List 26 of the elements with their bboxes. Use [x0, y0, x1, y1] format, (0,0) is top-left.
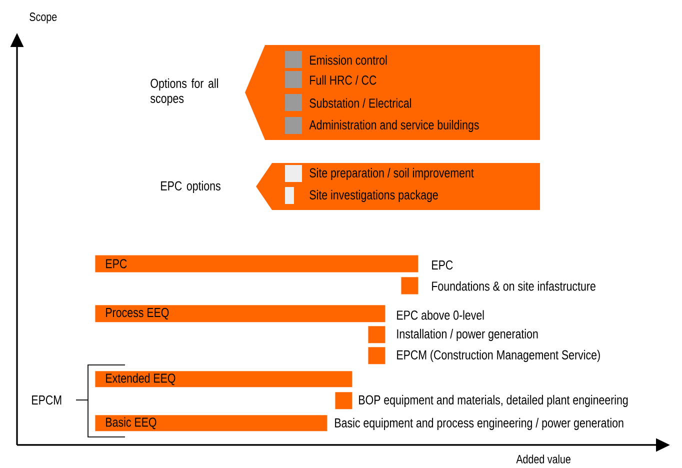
bar: Basic EEQ [95, 415, 328, 432]
bar-label: BOP equipment and materials, detailed plant engineering [359, 394, 628, 408]
bar-label: Installation / power generation [397, 328, 538, 342]
option-label: Emission control [310, 55, 387, 65]
bracket-label: EPCM [32, 395, 62, 405]
bar-label: Foundations & on site infastructure [432, 281, 596, 291]
axis-title: Added value [516, 454, 570, 464]
bar-label: EPCM (Construction Management Service) [397, 350, 600, 362]
small-square [368, 347, 386, 364]
option-label: Site investigations package [310, 190, 438, 202]
small-square [368, 326, 386, 344]
bar: Process EEQ [95, 305, 386, 322]
axis-title: Scope [30, 12, 57, 24]
panel-heading: EPC options [161, 180, 220, 194]
option-label: Site preparation / soil improvement [310, 168, 474, 180]
bar-label: EPC [432, 260, 453, 270]
option-label: Full HRC / CC [310, 75, 376, 85]
bar: Extended EEQ [95, 371, 352, 388]
option-label: Administration and service buildings [309, 120, 479, 132]
option-label: Substation / Electrical [310, 98, 411, 108]
panel-heading: Options for all scopes [150, 78, 218, 106]
bar-label: Basic equipment and process engineering / power generation [335, 418, 624, 430]
small-square [335, 392, 352, 410]
bar: EPC [95, 255, 418, 272]
small-square [401, 277, 418, 294]
bar-label: EPC above 0-level [397, 310, 484, 320]
